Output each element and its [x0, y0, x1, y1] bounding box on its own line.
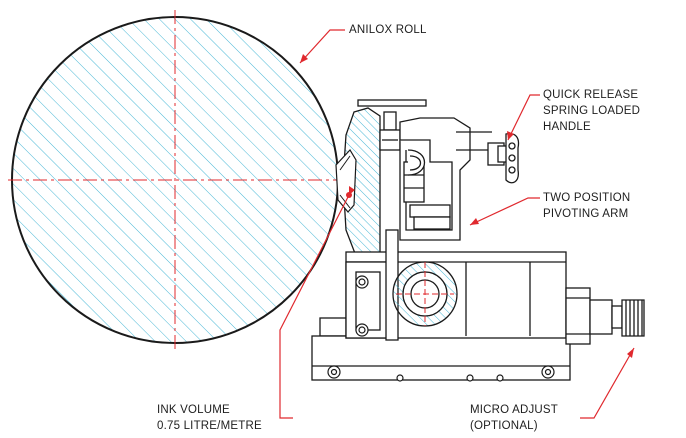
base-housing [311, 229, 571, 381]
doctor-blade-chamber [335, 107, 381, 263]
pivot-bearing [392, 261, 458, 327]
top-bracket [357, 99, 427, 151]
bolts [327, 275, 555, 382]
micro-adjust-knob [565, 287, 645, 345]
label-ink-volume: INK VOLUME 0.75 LITRE/METRE [157, 404, 262, 432]
label-quick-release-handle: QUICK RELEASE SPRING LOADED HANDLE [543, 89, 641, 133]
label-micro-adjust: MICRO ADJUST (OPTIONAL) [470, 404, 559, 432]
label-anilox-roll: ANILOX ROLL [349, 24, 427, 36]
pivoting-arm [399, 117, 492, 241]
leader-lines [279, 29, 635, 419]
label-pivoting-arm: TWO POSITION PIVOTING ARM [543, 192, 631, 220]
roll-centerlines [8, 10, 350, 350]
ink-volume-marker [346, 192, 352, 198]
quick-release-handle [487, 132, 520, 184]
